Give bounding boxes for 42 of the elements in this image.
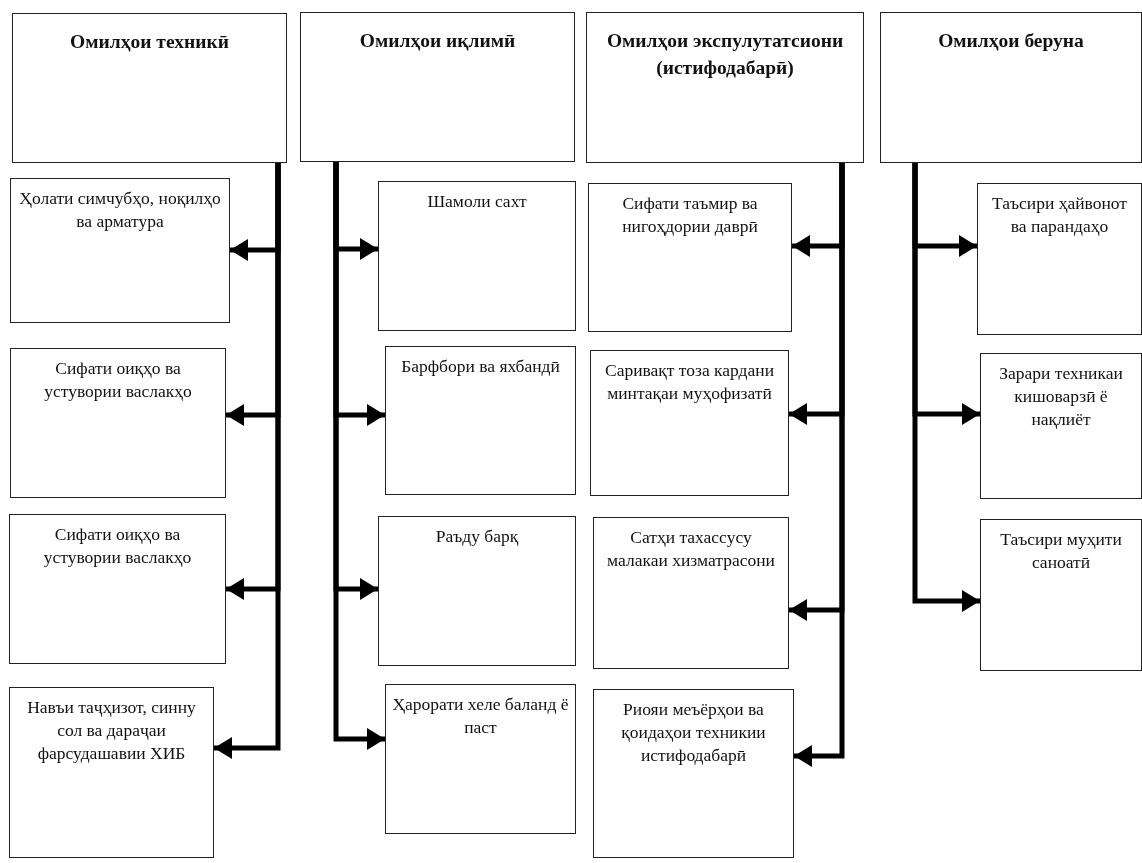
category-box <box>12 13 287 163</box>
arrow <box>214 163 281 759</box>
category-title: Омилҳои техникӣ <box>69 30 230 54</box>
arrow <box>912 163 980 612</box>
factor-box <box>9 514 226 664</box>
factor-text: Зарари техникаи кишоварзӣ ё нақлиёт <box>998 362 1124 432</box>
category-title: Омилҳои беруна <box>937 29 1085 53</box>
factor-text: Сатҳи тахассусу малакаи хизматрасони <box>606 526 776 573</box>
category-title: Омилҳои иқлимӣ <box>358 29 517 53</box>
factor-box <box>588 183 792 332</box>
factor-text: Таъсири муҳити саноатӣ <box>999 528 1123 575</box>
factor-text: Барфбори ва яхбандӣ <box>400 355 561 378</box>
arrow <box>794 163 845 767</box>
factor-text: Сифати оиқҳо ва устувории васлакҳо <box>43 357 193 404</box>
factor-box <box>977 183 1142 335</box>
factor-text: Таъсири ҳайвонот ва парандаҳо <box>991 192 1128 239</box>
factor-box <box>378 516 576 666</box>
category-box <box>880 12 1142 163</box>
category-box <box>300 12 575 162</box>
factor-text: Саривақт тоза кардани минтақаи муҳофизатӣ <box>604 359 775 406</box>
factor-box <box>593 517 789 669</box>
factor-text: Шамоли сахт <box>426 190 528 213</box>
factor-text: Сифати оиқҳо ва устувории васлакҳо <box>42 523 193 570</box>
factor-box <box>385 346 576 495</box>
category-title: Омилҳои экспулутатсиони (истифодабарӣ) <box>605 29 845 81</box>
arrow <box>333 162 385 750</box>
factor-box <box>980 519 1142 671</box>
factor-box <box>980 353 1142 499</box>
category-box <box>586 12 864 163</box>
factor-text: Навъи таҷҳизот, синну сол ва дараҷаи фарсудашавии ХИБ <box>26 696 197 766</box>
factor-box <box>590 350 789 496</box>
factor-box <box>10 178 230 323</box>
factor-text: Риояи меъёрҳои ва қоидаҳои техникии истифодабарӣ <box>620 698 767 768</box>
factor-text: Сифати таъмир ва нигоҳдории даврӣ <box>621 192 759 239</box>
factor-box <box>9 687 214 858</box>
factor-text: Ҳолати симчубҳо, ноқилҳо ва арматура <box>18 187 222 234</box>
factor-box <box>10 348 226 498</box>
factor-box <box>385 684 576 834</box>
factor-text: Ҳарорати хеле баланд ё паст <box>392 693 569 740</box>
factor-box <box>593 689 794 858</box>
factor-box <box>378 181 576 331</box>
factor-text: Раъду барқ <box>434 525 520 548</box>
